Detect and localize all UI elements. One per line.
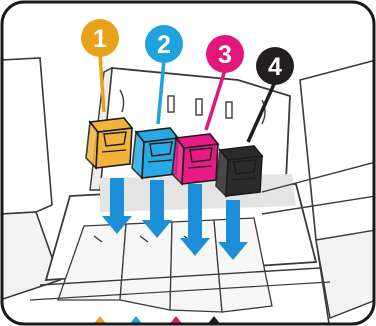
ink-stick-icon	[216, 146, 262, 196]
ink-stick-icon	[86, 118, 132, 168]
callout-number: 3	[218, 41, 232, 69]
callout-number: 2	[157, 31, 171, 59]
ink-stick-icon	[172, 134, 218, 184]
callout-number: 4	[268, 53, 282, 81]
ink-stick-icon	[132, 128, 178, 178]
callout-number: 1	[93, 25, 107, 53]
